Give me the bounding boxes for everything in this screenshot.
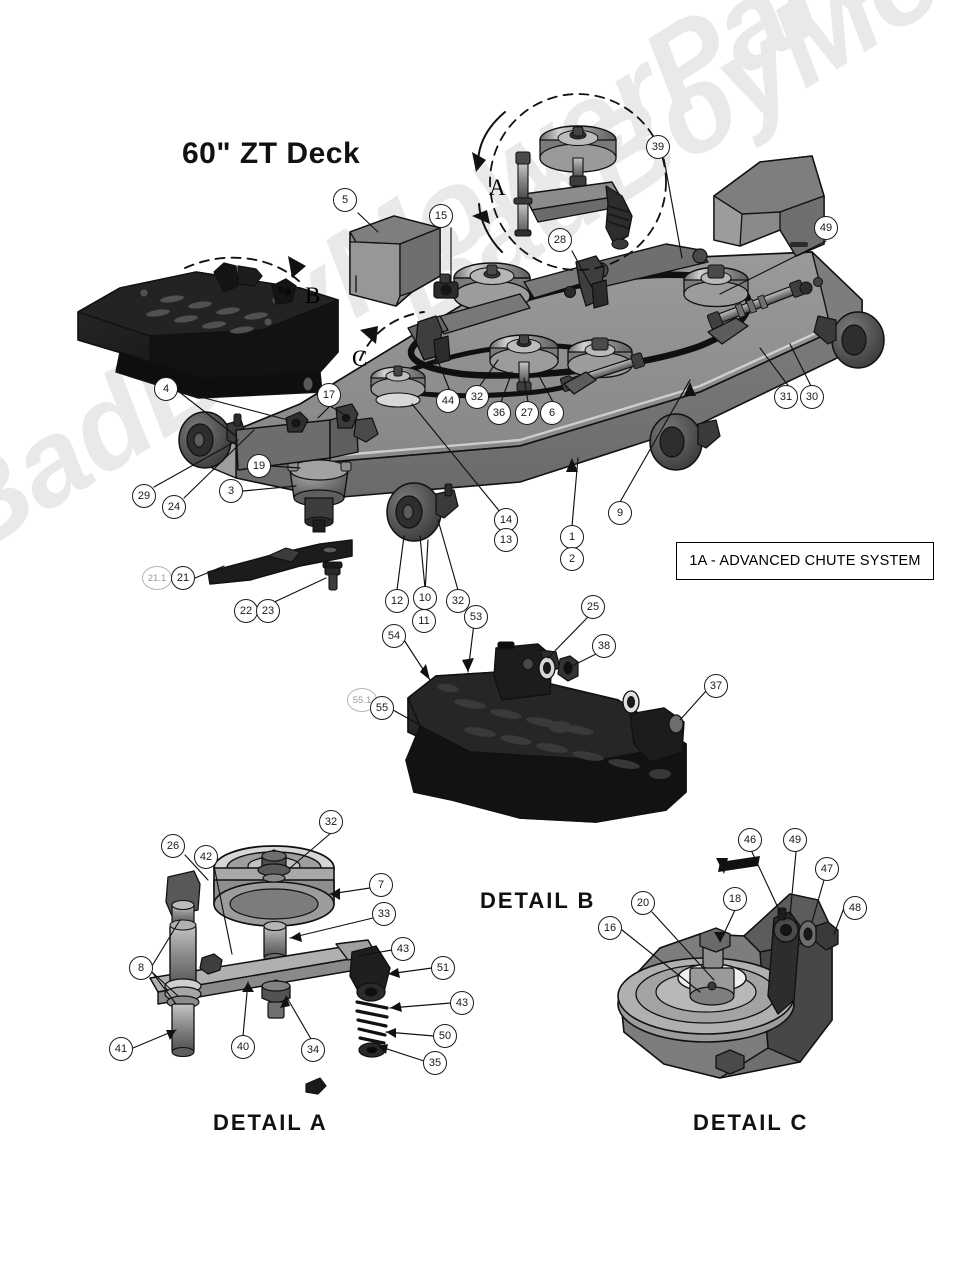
callout-27[interactable]: 27 [515, 401, 539, 425]
rotation-arrow-c [360, 326, 378, 344]
chute-deflector-assembly [77, 262, 339, 399]
deck-tie-rod-right [706, 277, 823, 345]
callout-18[interactable]: 18 [723, 887, 747, 911]
callout-38[interactable]: 38 [592, 634, 616, 658]
belt-guide-coupler [433, 273, 459, 299]
caster-wheel-group [178, 311, 885, 542]
callout-46[interactable]: 46 [738, 828, 762, 852]
callout-55[interactable]: 55 [370, 696, 394, 720]
callout-19[interactable]: 19 [247, 454, 271, 478]
callout-28[interactable]: 28 [548, 228, 572, 252]
zone-letter-b: B [305, 283, 321, 308]
detail-c-assembly [617, 856, 839, 1079]
callout-43[interactable]: 43 [450, 991, 474, 1015]
detail-a-assembly [149, 845, 391, 1095]
idler-arm-linkage [407, 243, 709, 365]
callout-22[interactable]: 22 [234, 599, 258, 623]
rotation-arrow-b [288, 256, 306, 278]
callout-31[interactable]: 31 [774, 385, 798, 409]
callout-30[interactable]: 30 [800, 385, 824, 409]
detail-label: DETAIL A [213, 1110, 328, 1135]
detail-label: DETAIL C [693, 1110, 809, 1135]
belt-shield-cover [349, 215, 441, 307]
callout-53[interactable]: 53 [464, 605, 488, 629]
callout-26[interactable]: 26 [161, 834, 185, 858]
callout-37[interactable]: 37 [704, 674, 728, 698]
callout-3[interactable]: 3 [219, 479, 243, 503]
spring-coils [355, 1000, 389, 1045]
callout-25[interactable]: 25 [581, 595, 605, 619]
callout-36[interactable]: 36 [487, 401, 511, 425]
rotation-arc-b [184, 256, 301, 283]
callout-20[interactable]: 20 [631, 891, 655, 915]
legend-box: 1A - ADVANCED CHUTE SYSTEM [676, 542, 934, 580]
callout-47[interactable]: 47 [815, 857, 839, 881]
detail-a-callout-circle [472, 93, 667, 271]
callout-49[interactable]: 49 [783, 828, 807, 852]
callout-1[interactable]: 1 [560, 525, 584, 549]
callout-23[interactable]: 23 [256, 599, 280, 623]
zone-letter-a: A [489, 175, 506, 200]
callout-40[interactable]: 40 [231, 1035, 255, 1059]
mower-blade [207, 539, 353, 585]
deck-pulley-group [370, 262, 749, 408]
callout-10[interactable]: 10 [413, 586, 437, 610]
callout-48[interactable]: 48 [843, 896, 867, 920]
callout-39[interactable]: 39 [646, 135, 670, 159]
callout-50[interactable]: 50 [433, 1024, 457, 1048]
callout-24[interactable]: 24 [162, 495, 186, 519]
callout-42[interactable]: 42 [194, 845, 218, 869]
callout-7[interactable]: 7 [369, 873, 393, 897]
zone-letter-c: C [352, 346, 368, 371]
callout-32[interactable]: 32 [465, 385, 489, 409]
deck-tie-rod-left [559, 352, 646, 395]
blade-bolt [322, 561, 343, 591]
callout-32[interactable]: 32 [319, 810, 343, 834]
callout-35[interactable]: 35 [423, 1051, 447, 1075]
callout-4[interactable]: 4 [154, 377, 178, 401]
callout-32[interactable]: 32 [446, 589, 470, 613]
rotation-arc-c [359, 311, 425, 361]
leader-lines [132, 158, 845, 1062]
callout-13[interactable]: 13 [494, 528, 518, 552]
callout-9[interactable]: 9 [608, 501, 632, 525]
callout-51[interactable]: 51 [431, 956, 455, 980]
advanced-chute-system [405, 641, 687, 823]
callout-21.1[interactable]: 21.1 [142, 566, 172, 590]
callout-8[interactable]: 8 [129, 956, 153, 980]
callout-54[interactable]: 54 [382, 624, 406, 648]
callout-17[interactable]: 17 [317, 383, 341, 407]
callout-12[interactable]: 12 [385, 589, 409, 613]
callout-16[interactable]: 16 [598, 916, 622, 940]
detail-a-inset-art [513, 125, 633, 250]
detail-label: DETAIL B [480, 888, 596, 913]
callout-21[interactable]: 21 [171, 566, 195, 590]
callout-6[interactable]: 6 [540, 401, 564, 425]
callout-2[interactable]: 2 [560, 547, 584, 571]
callout-5[interactable]: 5 [333, 188, 357, 212]
callout-44[interactable]: 44 [436, 389, 460, 413]
deck-cover-plate [713, 155, 825, 257]
callout-11[interactable]: 11 [412, 609, 436, 633]
legend-text: 1A - ADVANCED CHUTE SYSTEM [689, 553, 921, 569]
callout-49[interactable]: 49 [814, 216, 838, 240]
page-title: 60" ZT Deck [182, 137, 361, 170]
callout-41[interactable]: 41 [109, 1037, 133, 1061]
callout-15[interactable]: 15 [429, 204, 453, 228]
callout-43[interactable]: 43 [391, 937, 415, 961]
callout-34[interactable]: 34 [301, 1038, 325, 1062]
callout-29[interactable]: 29 [132, 484, 156, 508]
callout-33[interactable]: 33 [372, 902, 396, 926]
